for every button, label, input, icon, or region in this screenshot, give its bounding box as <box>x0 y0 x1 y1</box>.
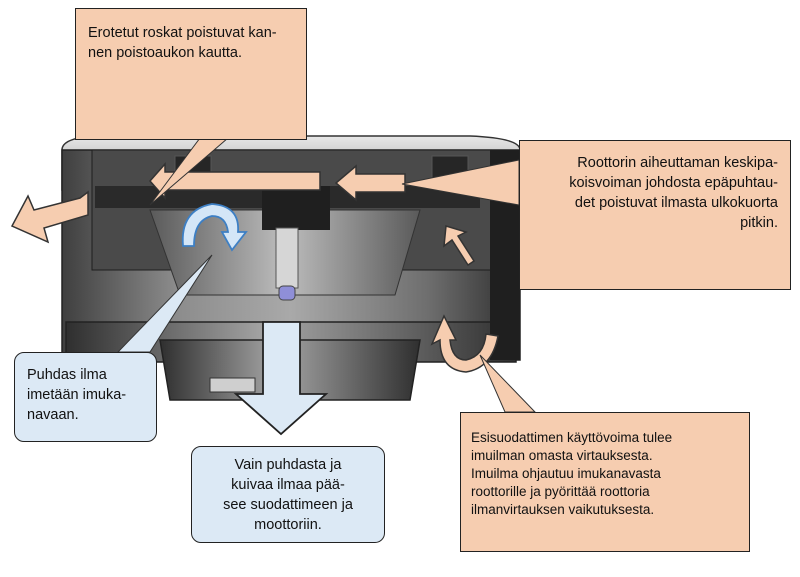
callout-line: Vain puhdasta ja <box>234 457 342 473</box>
callout-line: Esisuodattimen käyttövoima tulee <box>471 430 673 445</box>
callout-line: ilmanvirtauksen vaikutuksesta. <box>471 502 655 517</box>
callout-line: nen poistoaukon kautta. <box>88 45 242 61</box>
callout-line: imuilman omasta virtauksesta. <box>471 448 653 463</box>
callout-line: Imuilma ohjautuu imukanavasta <box>471 466 661 481</box>
callout-line: det poistuvat ilmasta ulkokuorta <box>574 195 778 211</box>
callout-line: navaan. <box>27 407 79 423</box>
callout-line: koisvoiman johdosta epäpuhtau- <box>569 175 778 191</box>
rotation-arrow <box>181 203 248 252</box>
callout-line: see suodattimeen ja <box>223 497 353 513</box>
callout-clean-air-intake: Puhdas ilma imetään imuka- navaan. <box>14 352 157 442</box>
clean-air-down-arrow <box>233 321 329 436</box>
intake-valve <box>209 377 256 393</box>
callout-debris-exit: Erotetut roskat poistuvat kan- nen poist… <box>75 8 307 140</box>
callout-line: kuivaa ilmaa pää- <box>231 477 345 493</box>
dirt-exit-arrow <box>10 190 89 244</box>
callout-prefilter-drive: Esisuodattimen käyttövoima tulee imuilma… <box>460 412 750 552</box>
callout-line: Erotetut roskat poistuvat kan- <box>88 25 277 41</box>
callout-centrifugal-force: Roottorin aiheuttaman keskipa- koisvoima… <box>519 140 791 290</box>
callout-line: moottoriin. <box>254 517 322 533</box>
rotor-hub <box>262 186 330 230</box>
dirt-outward-arrow <box>443 225 476 267</box>
callout-line: Puhdas ilma <box>27 367 107 383</box>
callout-line: pitkin. <box>740 215 778 231</box>
dirt-flow-arrow-right <box>334 164 406 202</box>
dirt-flow-arrow-left <box>148 162 321 200</box>
leader-bottom-right <box>479 354 537 413</box>
callout-clean-air-to-filter: Vain puhdasta ja kuivaa ilmaa pää- see s… <box>191 446 385 543</box>
shaft-tip <box>278 285 296 301</box>
rotor-shaft <box>275 227 299 289</box>
callout-line: imetään imuka- <box>27 387 127 403</box>
callout-line: roottorille ja pyörittää roottoria <box>471 484 650 499</box>
callout-line: Roottorin aiheuttaman keskipa- <box>577 155 778 171</box>
